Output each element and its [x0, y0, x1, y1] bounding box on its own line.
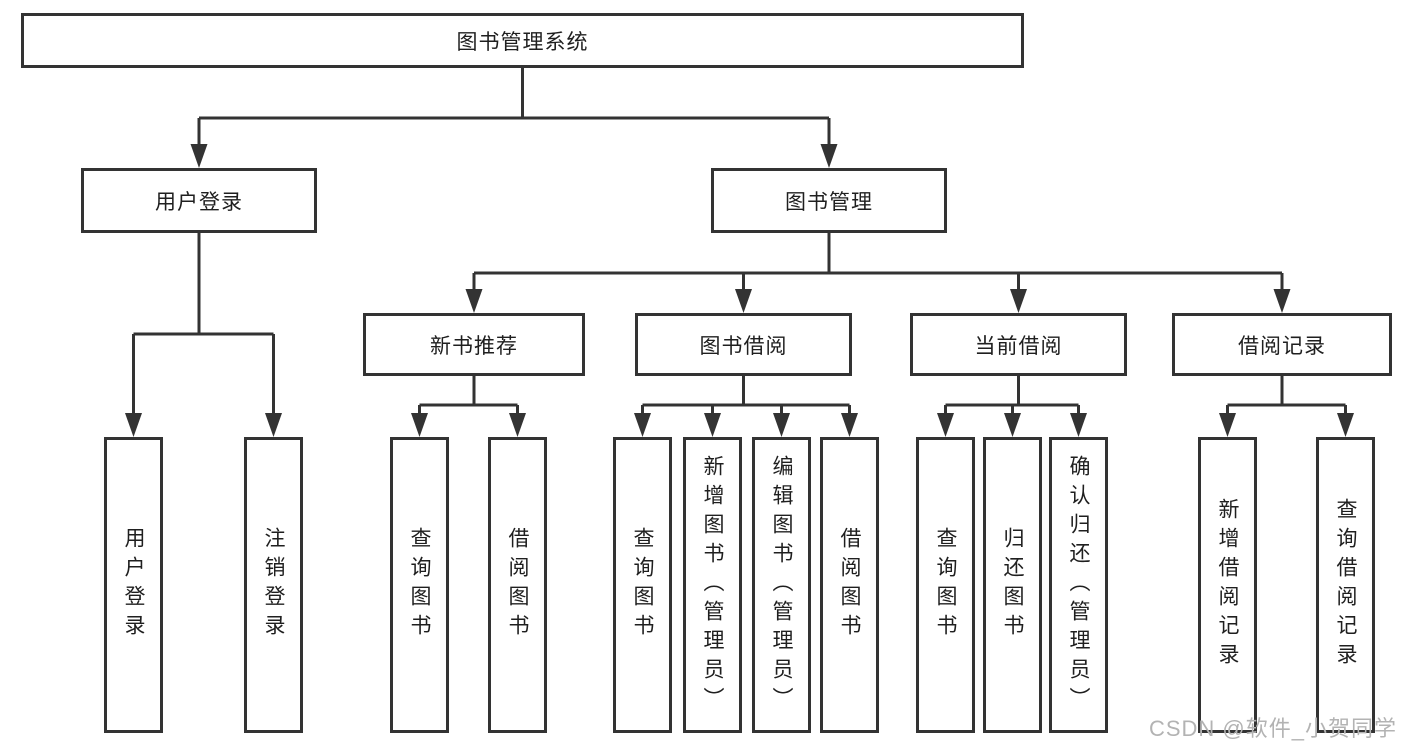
leaf-label: 借阅图书 [506, 527, 529, 643]
arrowhead-down-icon [190, 144, 208, 168]
arrowhead-down-icon [937, 413, 954, 437]
leaf-label: 用户登录 [122, 527, 145, 643]
leaf-label: 注销登录 [262, 527, 285, 643]
leaf-label: 查询图书 [408, 527, 431, 643]
node-label: 图书管理 [785, 190, 873, 214]
node-borrowing-records: 借阅记录 [1172, 313, 1392, 376]
leaf-add-books-admin: 新增图书（管理员） [683, 437, 742, 733]
leaf-label: 新增图书（管理员） [701, 454, 724, 716]
leaf-edit-books-admin: 编辑图书（管理员） [752, 437, 811, 733]
arrowhead-down-icon [1010, 289, 1027, 313]
arrowhead-down-icon [773, 413, 790, 437]
leaf-user-login: 用户登录 [104, 437, 163, 733]
arrowhead-down-icon [411, 413, 428, 437]
arrowhead-down-icon [125, 413, 142, 437]
node-book-borrowing: 图书借阅 [635, 313, 852, 376]
leaf-add-borrow-record: 新增借阅记录 [1198, 437, 1257, 733]
arrowhead-down-icon [1273, 289, 1291, 313]
arrowhead-down-icon [735, 289, 752, 313]
leaf-borrow-books-recommend: 借阅图书 [488, 437, 547, 733]
node-label: 借阅记录 [1238, 334, 1326, 358]
leaf-query-books-current: 查询图书 [916, 437, 975, 733]
leaf-label: 查询借阅记录 [1334, 498, 1357, 672]
node-label: 图书管理系统 [456, 30, 589, 54]
node-new-book-recommendation: 新书推荐 [363, 313, 585, 376]
arrowhead-down-icon [1219, 413, 1236, 437]
node-label: 图书借阅 [699, 334, 788, 358]
arrowhead-down-icon [265, 413, 282, 437]
leaf-label: 新增借阅记录 [1216, 498, 1239, 672]
leaf-label: 查询图书 [631, 527, 654, 643]
leaf-confirm-return-admin: 确认归还（管理员） [1049, 437, 1108, 733]
node-library-management-system: 图书管理系统 [21, 13, 1024, 68]
leaf-query-books-recommend: 查询图书 [390, 437, 449, 733]
node-current-borrowing: 当前借阅 [910, 313, 1127, 376]
arrowhead-down-icon [634, 413, 651, 437]
arrowhead-down-icon [841, 413, 858, 437]
leaf-label: 查询图书 [934, 527, 957, 643]
node-label: 新书推荐 [430, 334, 518, 358]
leaf-label: 确认归还（管理员） [1067, 454, 1090, 716]
leaf-label: 编辑图书（管理员） [770, 454, 793, 716]
leaf-return-books: 归还图书 [983, 437, 1042, 733]
arrowhead-down-icon [509, 413, 526, 437]
leaf-logout: 注销登录 [244, 437, 303, 733]
arrowhead-down-icon [1337, 413, 1354, 437]
csdn-watermark: CSDN @软件_小贺同学 [1148, 716, 1397, 741]
leaf-label: 归还图书 [1001, 527, 1024, 643]
node-book-management: 图书管理 [711, 168, 947, 233]
arrowhead-down-icon [1070, 413, 1087, 437]
arrowhead-down-icon [820, 144, 838, 168]
node-label: 当前借阅 [974, 334, 1063, 358]
arrowhead-down-icon [704, 413, 721, 437]
node-user-login: 用户登录 [81, 168, 317, 233]
leaf-query-books-borrowing: 查询图书 [613, 437, 672, 733]
arrowhead-down-icon [1004, 413, 1021, 437]
leaf-borrow-books: 借阅图书 [820, 437, 879, 733]
node-label: 用户登录 [155, 190, 243, 214]
leaf-query-borrow-record: 查询借阅记录 [1316, 437, 1375, 733]
leaf-label: 借阅图书 [838, 527, 861, 643]
arrowhead-down-icon [465, 289, 483, 313]
